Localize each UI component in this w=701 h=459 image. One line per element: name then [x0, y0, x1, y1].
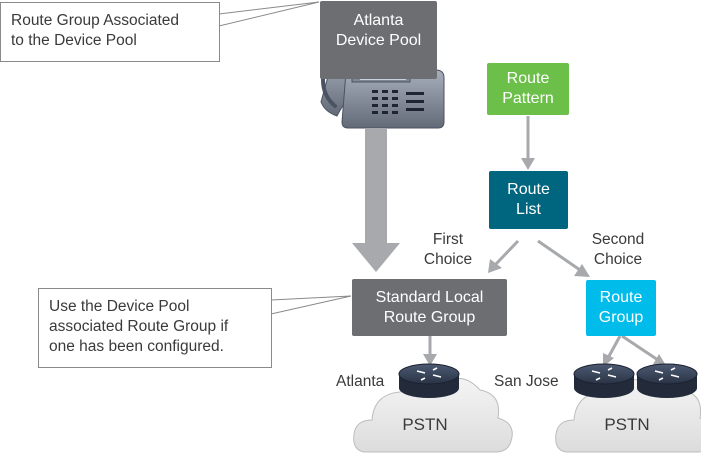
box-label-line: List [516, 201, 541, 218]
second-choice-label: Second Choice [580, 230, 656, 270]
route-pattern-box: Route Pattern [487, 63, 569, 115]
atlanta-device-pool-box: Atlanta Device Pool [320, 1, 437, 79]
box-label-line: Route [506, 70, 550, 87]
callout-line: Use the Device Pool [49, 298, 190, 315]
top-callout-pointer [218, 1, 320, 27]
box-label-line: Standard Local [375, 288, 484, 306]
box-label-line: Device Pool [335, 32, 422, 49]
atlanta-site-label: Atlanta [336, 373, 385, 390]
left-callout-pointer [270, 295, 352, 315]
callout-line: Route Group Associated [11, 12, 180, 29]
router-icon [636, 363, 698, 398]
box-label-line: Route Group [383, 308, 476, 326]
standard-local-route-group-box: Standard Local Route Group [352, 279, 507, 336]
first-choice-arrow [488, 239, 520, 273]
first-choice-line: Choice [423, 251, 473, 268]
box-label-line: Route [599, 289, 643, 306]
pstn-left-label: PSTN [402, 415, 448, 434]
box-label-line: Pattern [502, 90, 554, 107]
first-choice-label: First Choice [412, 230, 484, 270]
device-pool-callout: Route Group Associated to the Device Poo… [0, 2, 220, 62]
device-pool-arrow [352, 129, 400, 272]
first-choice-line: First [432, 231, 464, 248]
pstn-right-label: PSTN [604, 415, 650, 434]
second-choice-line: Choice [593, 251, 643, 268]
route-group-box: Route Group [586, 280, 656, 336]
router-icon [398, 363, 460, 398]
route-group-to-routers-arrows [603, 334, 667, 367]
callout-line: associated Route Group if [49, 318, 229, 335]
pattern-to-list-arrow [521, 116, 535, 170]
callout-line: one has been configured. [49, 338, 224, 355]
box-label-line: Atlanta [353, 12, 404, 29]
local-to-router-arrow [423, 336, 437, 366]
second-choice-arrow [537, 239, 590, 277]
router-icon [573, 363, 635, 398]
route-list-box: Route List [489, 171, 568, 229]
second-choice-line: Second [591, 231, 645, 248]
callout-line: to the Device Pool [11, 32, 137, 49]
san-jose-site-label: San Jose [494, 373, 559, 390]
standard-local-callout: Use the Device Pool associated Route Gro… [38, 288, 272, 368]
box-label-line: Group [598, 309, 644, 326]
box-label-line: Route [507, 181, 550, 198]
